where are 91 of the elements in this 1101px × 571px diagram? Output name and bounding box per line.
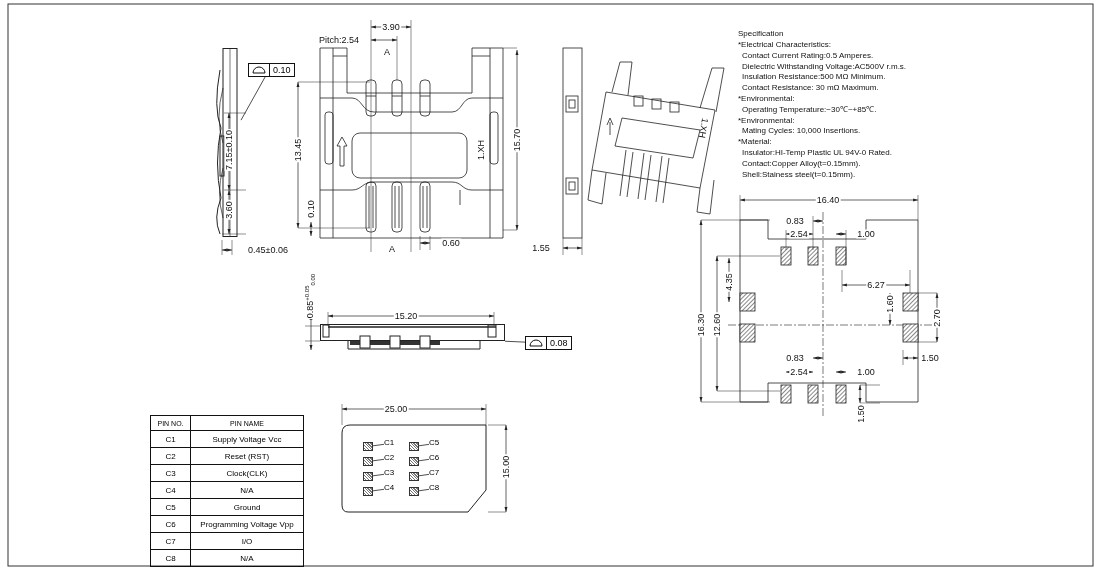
dimension-value: 1.00 [856, 367, 876, 377]
spec-text: *Environmental: [737, 117, 796, 125]
section-marker: A [383, 47, 391, 57]
table-cell: C1 [151, 431, 191, 448]
dimension-value: 0.60 [441, 238, 461, 248]
dimension-value: 0.45±0.06 [247, 245, 289, 255]
dimension-value: 2.54 [789, 367, 809, 377]
dimension-value: 15.00 [501, 454, 511, 480]
spec-text: Mating Cycles: 10,000 Insertions. [741, 127, 862, 135]
spec-text: Contact Resistance: 30 mΩ Maximum. [741, 84, 880, 92]
spec-text: Contact:Copper Alloy(t=0.15mm). [741, 160, 862, 168]
contact-label: C3 [384, 469, 395, 477]
contact-pad [363, 472, 373, 481]
dimension-value: 13.45 [293, 137, 303, 163]
dimension-value: 1.50 [920, 353, 940, 363]
contact-label: C2 [384, 454, 395, 462]
table-cell: C2 [151, 448, 191, 465]
contact-label: C7 [429, 469, 440, 477]
feature-control-frame [248, 63, 295, 77]
dimension-value: 1.60 [885, 294, 895, 314]
leader-line [372, 443, 385, 447]
dimension-value: 16.30 [696, 312, 706, 338]
table-cell: Reset (RST) [191, 448, 304, 465]
table-cell: N/A [191, 482, 304, 499]
table-cell: C3 [151, 465, 191, 482]
dimension-value: 0.83 [785, 353, 805, 363]
dimension-value: 0.83 [785, 216, 805, 226]
dimension-value: 1.00 [856, 229, 876, 239]
spec-text: Contact Current Rating:0.5 Amperes. [741, 52, 875, 60]
part-marking: 1.XH [476, 139, 486, 161]
spec-text: Operating Temperature:−30℃~+85℃. [741, 106, 878, 114]
spec-text: Shell:Stainess steel(t=0.15mm). [741, 171, 857, 179]
leader-line [504, 340, 526, 343]
spec-text: Insulator:HI-Temp Plastic UL 94V-0 Rated. [741, 149, 893, 157]
leader-line [372, 488, 385, 492]
dimension-value: 6.27 [866, 280, 886, 290]
leader-line [418, 488, 430, 492]
spec-text: Dielectric Withstanding Voltage:AC500V r.m.s. [741, 63, 908, 71]
dimension-value: 12.60 [712, 312, 722, 338]
table-cell: Ground [191, 499, 304, 516]
dimension-value: 4.35 [724, 272, 734, 292]
contact-label: C8 [429, 484, 440, 492]
table-cell: N/A [191, 550, 304, 567]
spec-text: *Material: [737, 138, 773, 146]
leader-line [418, 443, 430, 447]
table-cell: C6 [151, 516, 191, 533]
dimension-value: 7.15±0.10 [224, 129, 234, 171]
dimension-value: Pitch:2.54 [318, 35, 360, 45]
contact-label: C5 [429, 439, 440, 447]
dimension-value: 3.90 [381, 22, 401, 32]
dimension-value: 25.00 [383, 404, 409, 414]
table-cell: C4 [151, 482, 191, 499]
dimension-value: 16.40 [815, 195, 841, 205]
feature-control-frame [525, 336, 572, 350]
contact-pad [363, 442, 373, 451]
table-cell: Clock(CLK) [191, 465, 304, 482]
section-marker: A [388, 244, 396, 254]
contact-label: C6 [429, 454, 440, 462]
leader-line [418, 458, 430, 462]
tolerance-value: 0.08 [549, 337, 569, 349]
dimension-value: 2.54 [789, 229, 809, 239]
spec-text: *Electrical Characteristics: [737, 41, 832, 49]
dimension-value: 1.50 [856, 404, 866, 424]
spec-text: Insulation Resistance:500 MΩ Minimum. [741, 73, 887, 81]
contact-pad [363, 457, 373, 466]
contact-pad [409, 472, 419, 481]
spec-text: *Environmental: [737, 95, 796, 103]
part-marking: 1.XH [696, 116, 710, 140]
table-cell: C8 [151, 550, 191, 567]
dimension-value: 2.70 [932, 308, 942, 328]
dimension-value: 15.70 [512, 127, 522, 153]
dimension-value: 1.55 [531, 243, 551, 253]
contact-label: C1 [384, 439, 395, 447]
spec-heading: Specification [737, 30, 785, 38]
contact-label: C4 [384, 484, 395, 492]
table-cell: Supply Voltage Vcc [191, 431, 304, 448]
table-cell: I/O [191, 533, 304, 550]
tolerance-value: 0.10 [272, 64, 292, 76]
leader-line [418, 473, 430, 477]
table-cell: C5 [151, 499, 191, 516]
leader-line [372, 473, 385, 477]
contact-pad [409, 442, 419, 451]
contact-pad [363, 487, 373, 496]
leader-line [240, 76, 266, 121]
dimension-value: 3.60 [224, 200, 234, 220]
table-cell: Programming Voltage Vpp [191, 516, 304, 533]
contact-pad [409, 457, 419, 466]
table-cell: C7 [151, 533, 191, 550]
contact-pad [409, 487, 419, 496]
dimension-value: 0.10 [306, 199, 316, 219]
leader-line [372, 458, 385, 462]
